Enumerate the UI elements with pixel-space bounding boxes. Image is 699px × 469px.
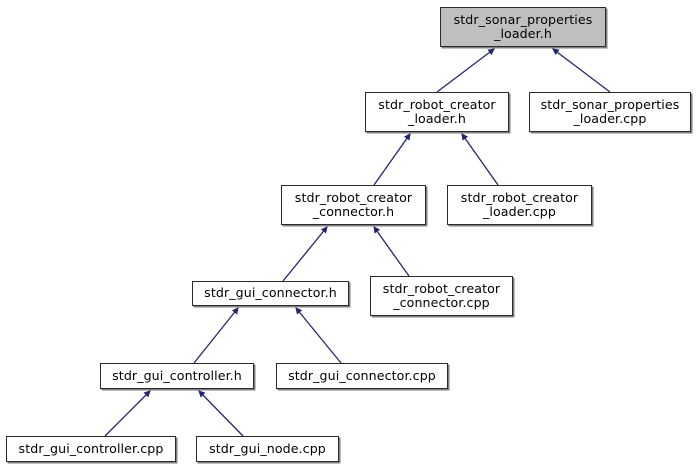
graph-node-robot-creator-connector-cpp[interactable]: stdr_robot_creator _connector.cpp	[370, 276, 513, 316]
edge-group	[104, 48, 611, 437]
dependency-arrow	[436, 48, 495, 93]
graph-node-robot-creator-loader-h[interactable]: stdr_robot_creator _loader.h	[365, 92, 509, 132]
graph-node-sonar-properties-loader-h[interactable]: stdr_sonar_properties _loader.h	[440, 7, 606, 47]
graph-node-label: stdr_gui_node.cpp	[209, 440, 326, 456]
dependency-arrow	[552, 48, 611, 93]
dependency-arrow	[282, 226, 328, 282]
graph-node-label: stdr_robot_creator _loader.cpp	[460, 189, 579, 219]
graph-node-gui-connector-h[interactable]: stdr_gui_connector.h	[192, 281, 349, 306]
graph-node-label: stdr_robot_creator _connector.h	[294, 189, 413, 219]
graph-node-label: stdr_sonar_properties _loader.cpp	[540, 96, 680, 126]
graph-node-label: stdr_gui_controller.h	[112, 367, 242, 383]
dependency-arrow	[373, 133, 411, 186]
graph-node-label: stdr_robot_creator _loader.h	[378, 96, 496, 126]
graph-node-robot-creator-connector-h[interactable]: stdr_robot_creator _connector.h	[281, 185, 426, 225]
graph-node-label: stdr_gui_controller.cpp	[18, 440, 164, 456]
graph-node-robot-creator-loader-cpp[interactable]: stdr_robot_creator _loader.cpp	[447, 185, 592, 225]
dependency-arrow	[198, 390, 244, 437]
graph-node-gui-node-cpp[interactable]: stdr_gui_node.cpp	[196, 436, 339, 462]
graph-node-gui-connector-cpp[interactable]: stdr_gui_connector.cpp	[276, 363, 448, 389]
dependency-arrow	[461, 133, 499, 186]
dependency-arrow	[373, 226, 410, 277]
dependency-arrow	[295, 307, 342, 364]
graph-node-label: stdr_sonar_properties _loader.h	[453, 11, 593, 41]
graph-node-label: stdr_gui_connector.h	[204, 285, 337, 301]
graph-node-gui-controller-cpp[interactable]: stdr_gui_controller.cpp	[6, 436, 176, 462]
graph-node-gui-controller-h[interactable]: stdr_gui_controller.h	[100, 363, 254, 389]
dependency-arrow	[104, 390, 151, 437]
dependency-arrow	[193, 307, 239, 364]
graph-node-sonar-properties-loader-cpp[interactable]: stdr_sonar_properties _loader.cpp	[529, 92, 691, 132]
graph-node-label: stdr_robot_creator _connector.cpp	[382, 280, 501, 310]
graph-node-label: stdr_gui_connector.cpp	[288, 367, 436, 383]
